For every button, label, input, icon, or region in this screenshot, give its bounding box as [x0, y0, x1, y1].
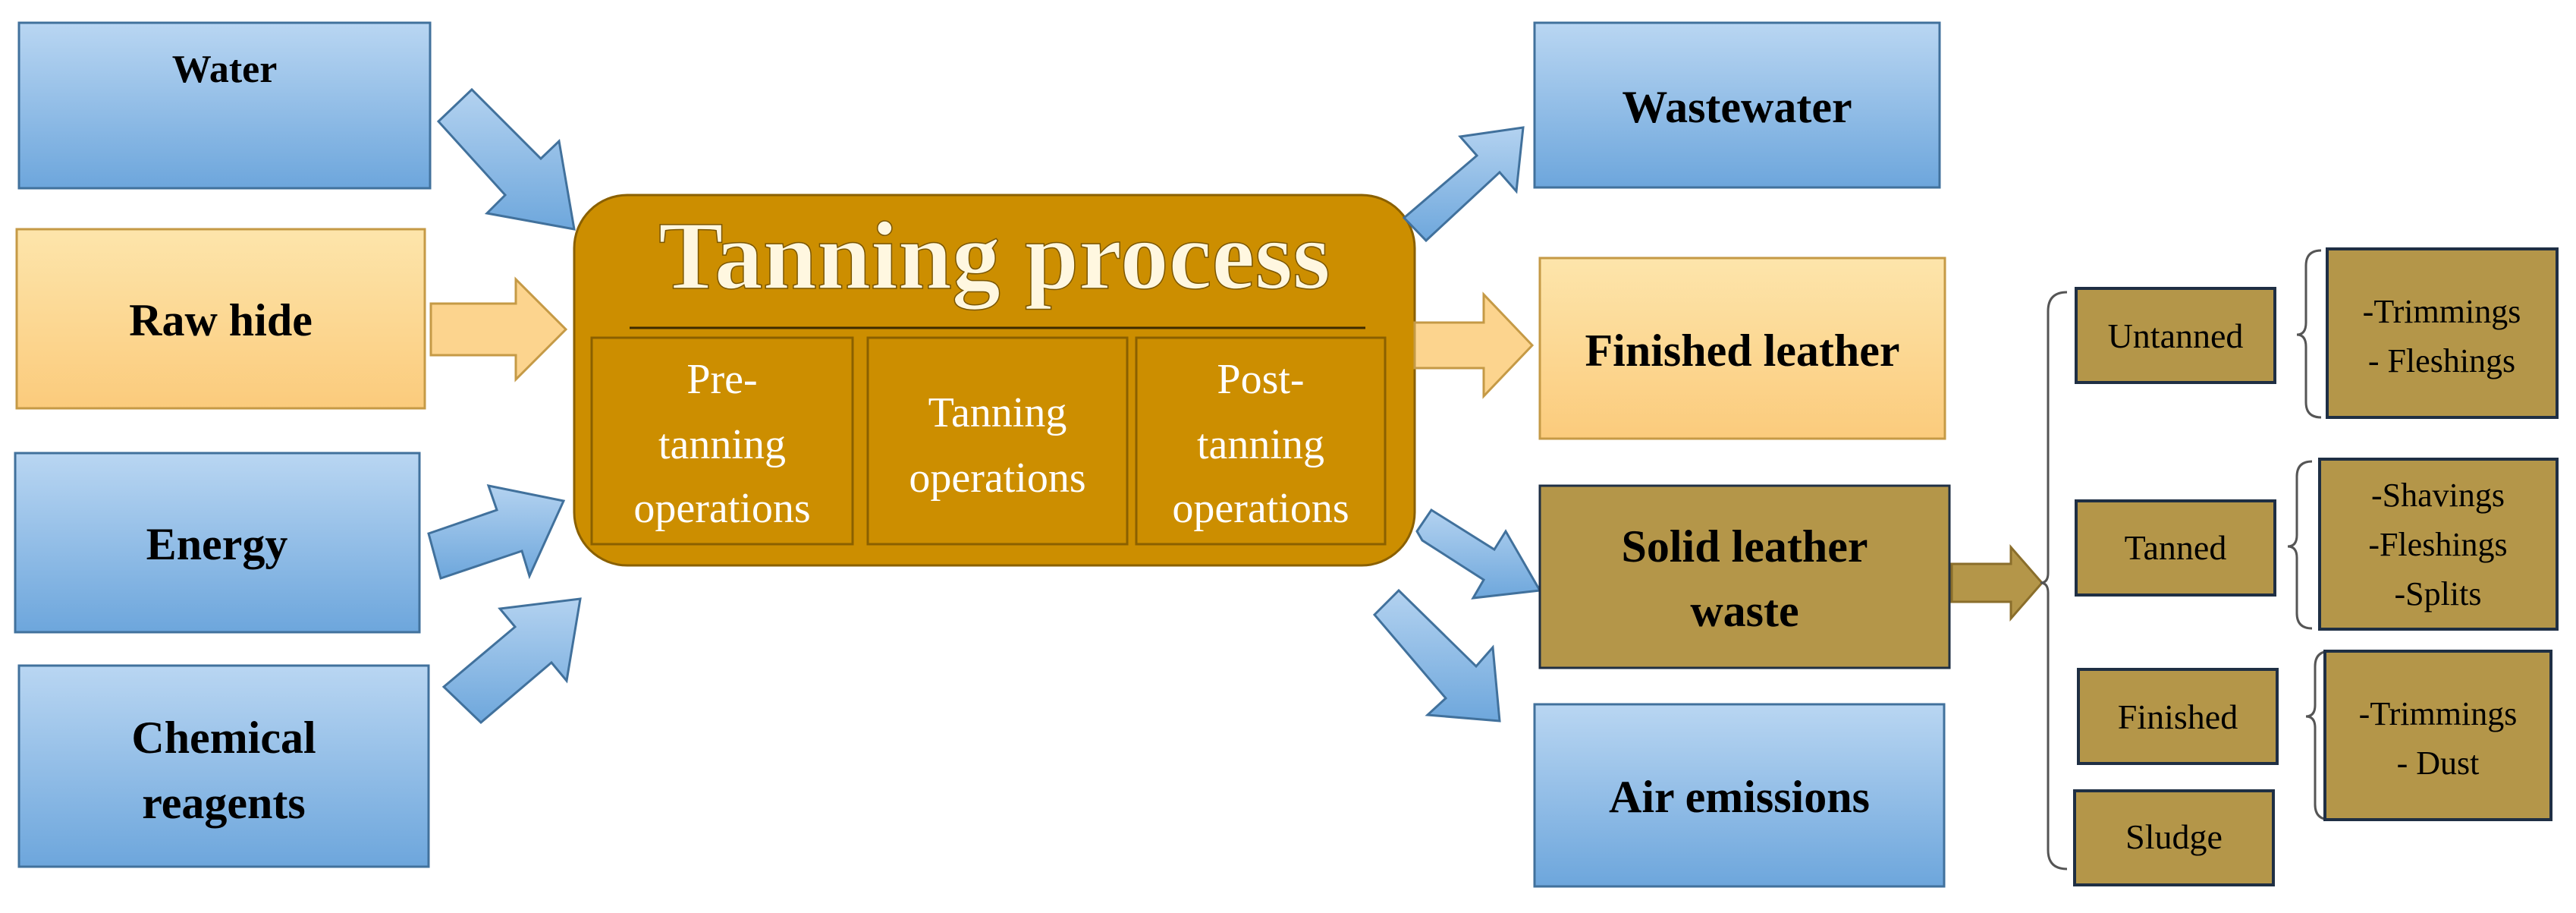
arrow-process-to-finished-leather: [1413, 291, 1535, 399]
stage-pre-line2: tanning: [658, 421, 786, 468]
detail-tanned-2: -Fleshings: [2368, 526, 2507, 563]
detail-untanned-1: -Trimmings: [2363, 293, 2521, 330]
arrow-rawhide-to-process: [429, 276, 568, 383]
input-label-water: Water: [172, 48, 278, 91]
detail-finished-2: - Dust: [2397, 745, 2480, 782]
waste-types-bracket: [2040, 291, 2068, 870]
stage-tanning: Tanning operations: [866, 336, 1129, 546]
waste-type-label-sludge: Sludge: [2125, 817, 2223, 856]
detail-tanned-3: -Splits: [2395, 575, 2482, 612]
bracket-tanned-details: [2287, 460, 2313, 630]
input-label-energy: Energy: [146, 519, 288, 569]
stage-pre-tanning: Pre- tanning operations: [590, 336, 854, 546]
input-label-chemical-line1: Chemical: [131, 713, 316, 763]
detail-finished-1: -Trimmings: [2359, 695, 2518, 732]
input-box-water: Water: [17, 21, 432, 190]
bracket-finished-details: [2305, 650, 2331, 821]
arrow-chemicals-to-process: [441, 597, 582, 725]
waste-type-label-untanned: Untanned: [2108, 316, 2244, 355]
arrow-process-to-solid-waste: [1415, 508, 1542, 600]
tanning-process-box: Tanning process Pre- tanning operations …: [573, 194, 1416, 567]
input-label-raw-hide: Raw hide: [129, 295, 313, 345]
waste-type-finished: Finished: [2077, 668, 2279, 765]
detail-untanned-2: - Fleshings: [2368, 342, 2515, 379]
waste-type-label-finished: Finished: [2118, 697, 2238, 736]
output-box-solid-leather-waste: Solid leather waste: [1538, 484, 1951, 669]
waste-type-tanned: Tanned: [2075, 499, 2276, 597]
stage-tan-line1: Tanning: [928, 389, 1067, 436]
output-label-air-emissions: Air emissions: [1609, 772, 1870, 822]
stage-tan-line2: operations: [909, 455, 1085, 502]
stage-post-tanning: Post- tanning operations: [1135, 336, 1387, 546]
detail-tanned-1: -Shavings: [2371, 477, 2505, 514]
waste-type-sludge: Sludge: [2073, 789, 2275, 886]
input-label-chemical-line2: reagents: [142, 778, 306, 828]
arrow-process-to-wastewater: [1402, 126, 1525, 243]
stage-pre-line3: operations: [633, 485, 810, 532]
waste-type-untanned: Untanned: [2075, 287, 2276, 384]
waste-detail-tanned: -Shavings -Fleshings -Splits: [2318, 458, 2559, 631]
output-box-finished-leather: Finished leather: [1538, 257, 1946, 440]
stage-post-line1: Post-: [1217, 356, 1304, 403]
arrow-energy-to-process: [427, 484, 566, 580]
output-box-air-emissions: Air emissions: [1533, 703, 1946, 888]
output-label-solid-line2: waste: [1690, 586, 1798, 636]
bracket-untanned-details: [2296, 249, 2322, 419]
input-box-energy: Energy: [14, 452, 421, 634]
output-label-finished-leather: Finished leather: [1585, 326, 1900, 376]
output-label-solid-line1: Solid leather: [1622, 521, 1868, 571]
arrow-process-to-air-emissions: [1372, 588, 1501, 723]
stage-pre-line1: Pre-: [686, 356, 757, 403]
input-box-raw-hide: Raw hide: [15, 228, 426, 410]
output-label-wastewater: Wastewater: [1622, 82, 1852, 132]
waste-detail-untanned: -Trimmings - Fleshings: [2326, 247, 2559, 419]
arrow-water-to-process: [436, 87, 576, 231]
process-title: Tanning process: [658, 202, 1330, 310]
waste-detail-finished: -Trimmings - Dust: [2323, 650, 2552, 821]
stage-post-line2: tanning: [1197, 421, 1324, 468]
output-box-wastewater: Wastewater: [1533, 21, 1941, 189]
input-box-chemical-reagents: Chemical reagents: [17, 664, 430, 868]
arrow-solid-waste-to-types: [1950, 543, 2044, 622]
waste-type-label-tanned: Tanned: [2125, 528, 2227, 567]
stage-post-line3: operations: [1172, 485, 1349, 532]
